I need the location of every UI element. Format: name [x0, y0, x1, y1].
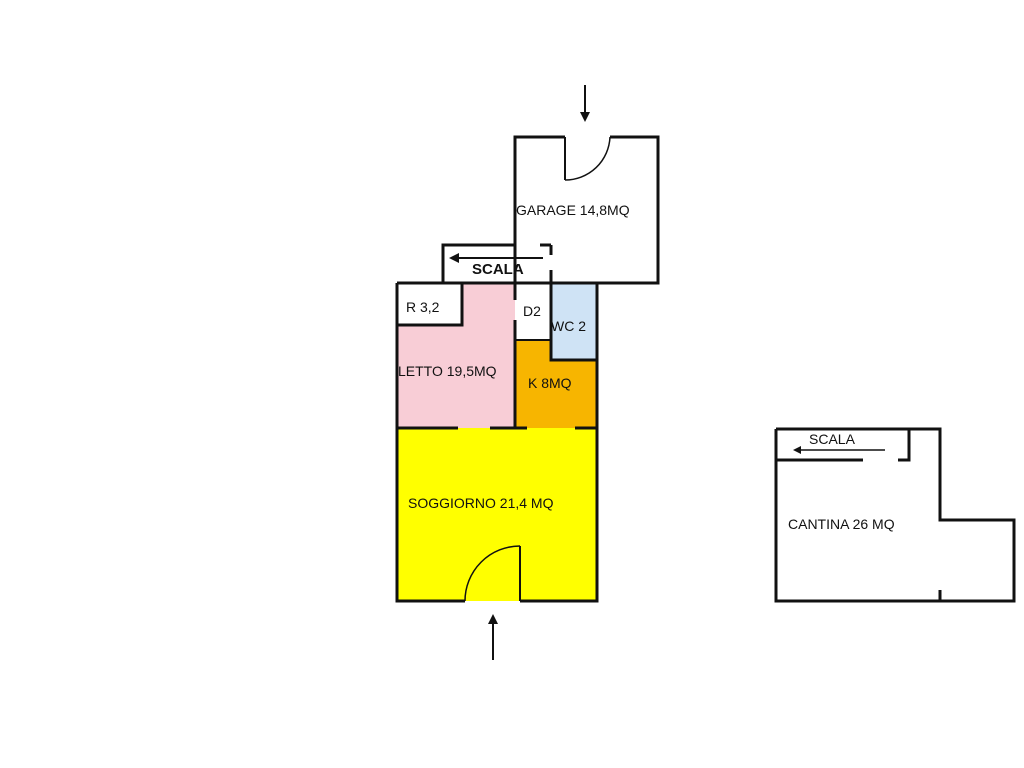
room-soggiorno: [397, 428, 597, 601]
garage-entry-arrow-icon: [580, 85, 590, 122]
label-scala: SCALA: [472, 261, 524, 278]
room-ripostiglio: [397, 284, 462, 325]
room-disimpegno: [515, 284, 551, 340]
entrance-door-swing: [464, 545, 521, 602]
label-soggiorno: SOGGIORNO 21,4 MQ: [408, 495, 554, 511]
room-kitchen: [515, 340, 597, 428]
cantina-stair-arrow-icon: [793, 446, 885, 454]
room-wc: [551, 284, 597, 360]
garage-door-swing: [564, 136, 611, 181]
label-scala-cantina: SCALA: [809, 431, 856, 447]
walls: [395, 135, 1016, 603]
label-wc: WC 2: [551, 318, 586, 334]
label-kitchen: K 8MQ: [528, 375, 572, 391]
stair-arrow-icon: [449, 253, 543, 263]
label-ripostiglio: R 3,2: [406, 299, 440, 315]
label-disimpegno: D2: [523, 303, 541, 319]
main-entry-arrow-icon: [488, 614, 498, 660]
label-garage: GARAGE 14,8MQ: [516, 202, 630, 218]
label-cantina: CANTINA 26 MQ: [788, 516, 895, 532]
label-letto: LETTO 19,5MQ: [398, 363, 497, 379]
